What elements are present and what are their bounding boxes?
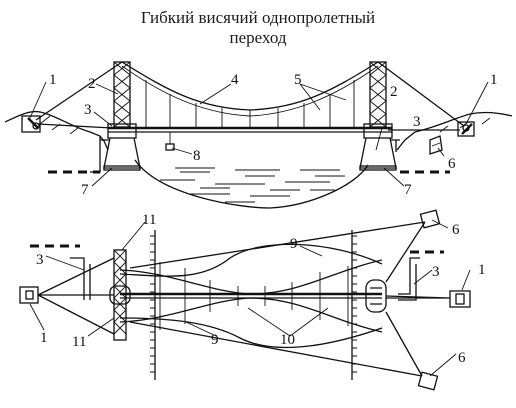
label-3-right: 3 — [413, 114, 421, 130]
label-11-top: 11 — [142, 212, 156, 228]
dashed-pipes-plan — [30, 244, 444, 254]
label-8: 8 — [193, 148, 201, 164]
label-6-elevation: 6 — [448, 156, 456, 172]
deck-pipeline — [90, 126, 400, 173]
right-tower — [359, 61, 397, 171]
back-stays — [35, 61, 465, 131]
title-line-2: переход — [229, 28, 287, 47]
label-7-left: 7 — [81, 182, 89, 198]
label-3-left: 3 — [84, 102, 92, 118]
elevation-view — [4, 61, 513, 209]
label-2-right: 2 — [390, 84, 398, 100]
right-anchor — [457, 121, 475, 137]
plan-anchor-6-bottom — [129, 311, 439, 391]
plan-labels: 11 9 6 3 3 1 1 11 9 10 6 — [36, 212, 486, 366]
label-3-plan-right: 3 — [432, 264, 440, 280]
label-7-right: 7 — [404, 182, 412, 198]
plan-anchor-left — [19, 257, 115, 335]
plan-anchor-6-top — [129, 209, 441, 283]
label-1-left: 1 — [49, 72, 57, 88]
main-cables — [121, 61, 379, 117]
plan-right-tower — [365, 279, 387, 313]
label-9-bottom: 9 — [211, 332, 219, 348]
label-9-top: 9 — [290, 236, 298, 252]
label-11-bottom: 11 — [72, 334, 86, 350]
plan-view — [19, 209, 471, 391]
label-5: 5 — [294, 72, 302, 88]
hangers — [145, 80, 355, 128]
label-1-plan-right: 1 — [478, 262, 486, 278]
plan-anchor-right — [385, 290, 471, 308]
label-1-plan-left: 1 — [40, 330, 48, 346]
left-tower — [103, 61, 141, 171]
label-6-plan-top: 6 — [452, 222, 460, 238]
leader-lines — [29, 81, 489, 377]
title-line-1: Гибкий висячий однопролетный — [140, 8, 376, 27]
label-2-left: 2 — [88, 76, 96, 92]
plan-cables — [119, 243, 383, 349]
water-body — [134, 159, 369, 209]
diagram-title: Гибкий висячий однопролетный переход — [0, 8, 516, 48]
label-3-plan-left: 3 — [36, 252, 44, 268]
support-8 — [165, 132, 175, 151]
label-1-right: 1 — [490, 72, 498, 88]
plan-hangers — [159, 262, 349, 330]
label-6-plan-bottom: 6 — [458, 350, 466, 366]
label-10: 10 — [280, 332, 295, 348]
river-banks — [150, 230, 357, 380]
plan-pipes — [70, 257, 420, 301]
plan-deck — [120, 292, 382, 299]
elevation-labels: 1 2 3 4 5 8 7 2 3 1 6 7 — [49, 72, 498, 198]
cable-anchor-6 — [429, 135, 443, 155]
label-4: 4 — [231, 72, 239, 88]
